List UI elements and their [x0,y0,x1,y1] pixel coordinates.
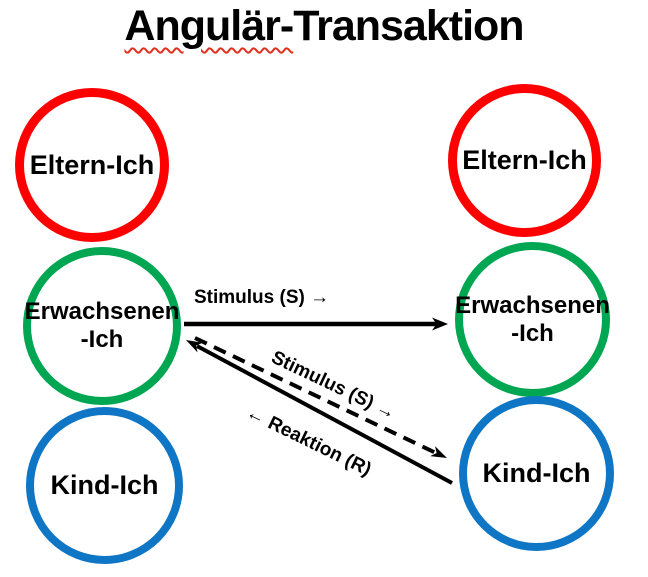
left-adult-label-line2: -Ich [80,326,124,353]
right-adult-label-line1: Erwachsenen [455,291,610,319]
right-adult-label-line2: -Ich [511,319,554,347]
left-parent-label: Eltern-Ich [29,149,155,180]
page-title: Angulär-Transaktion [0,2,648,51]
title-rest: Transaktion [293,2,524,50]
right-parent-ego-circle: Eltern-Ich [448,84,601,237]
left-adult-ego-circle: Erwachsenen -Ich [23,247,181,405]
right-adult-ego-circle: Erwachsenen -Ich [455,242,610,397]
reaction-diagonal-arrowhead-icon [186,340,203,353]
stimulus-horizontal-arrowhead-icon [432,317,448,331]
left-child-label: Kind-Ich [50,470,159,500]
left-adult-label-line1: Erwachsenen [24,298,180,326]
reaction-diagonal-line [196,344,453,485]
right-parent-label: Eltern-Ich [462,145,587,175]
title-misspelled-word: Angulär- [124,2,294,50]
stimulus-diagonal-dashed-line [194,336,437,455]
stimulus-diagonal-arrowhead-icon [430,446,447,458]
left-child-ego-circle: Kind-Ich [26,407,183,564]
stimulus-horizontal-label: Stimulus (S) → [194,287,330,308]
left-parent-ego-circle: Eltern-Ich [15,88,169,242]
right-child-label: Kind-Ich [482,458,591,488]
right-child-ego-circle: Kind-Ich [459,396,614,551]
